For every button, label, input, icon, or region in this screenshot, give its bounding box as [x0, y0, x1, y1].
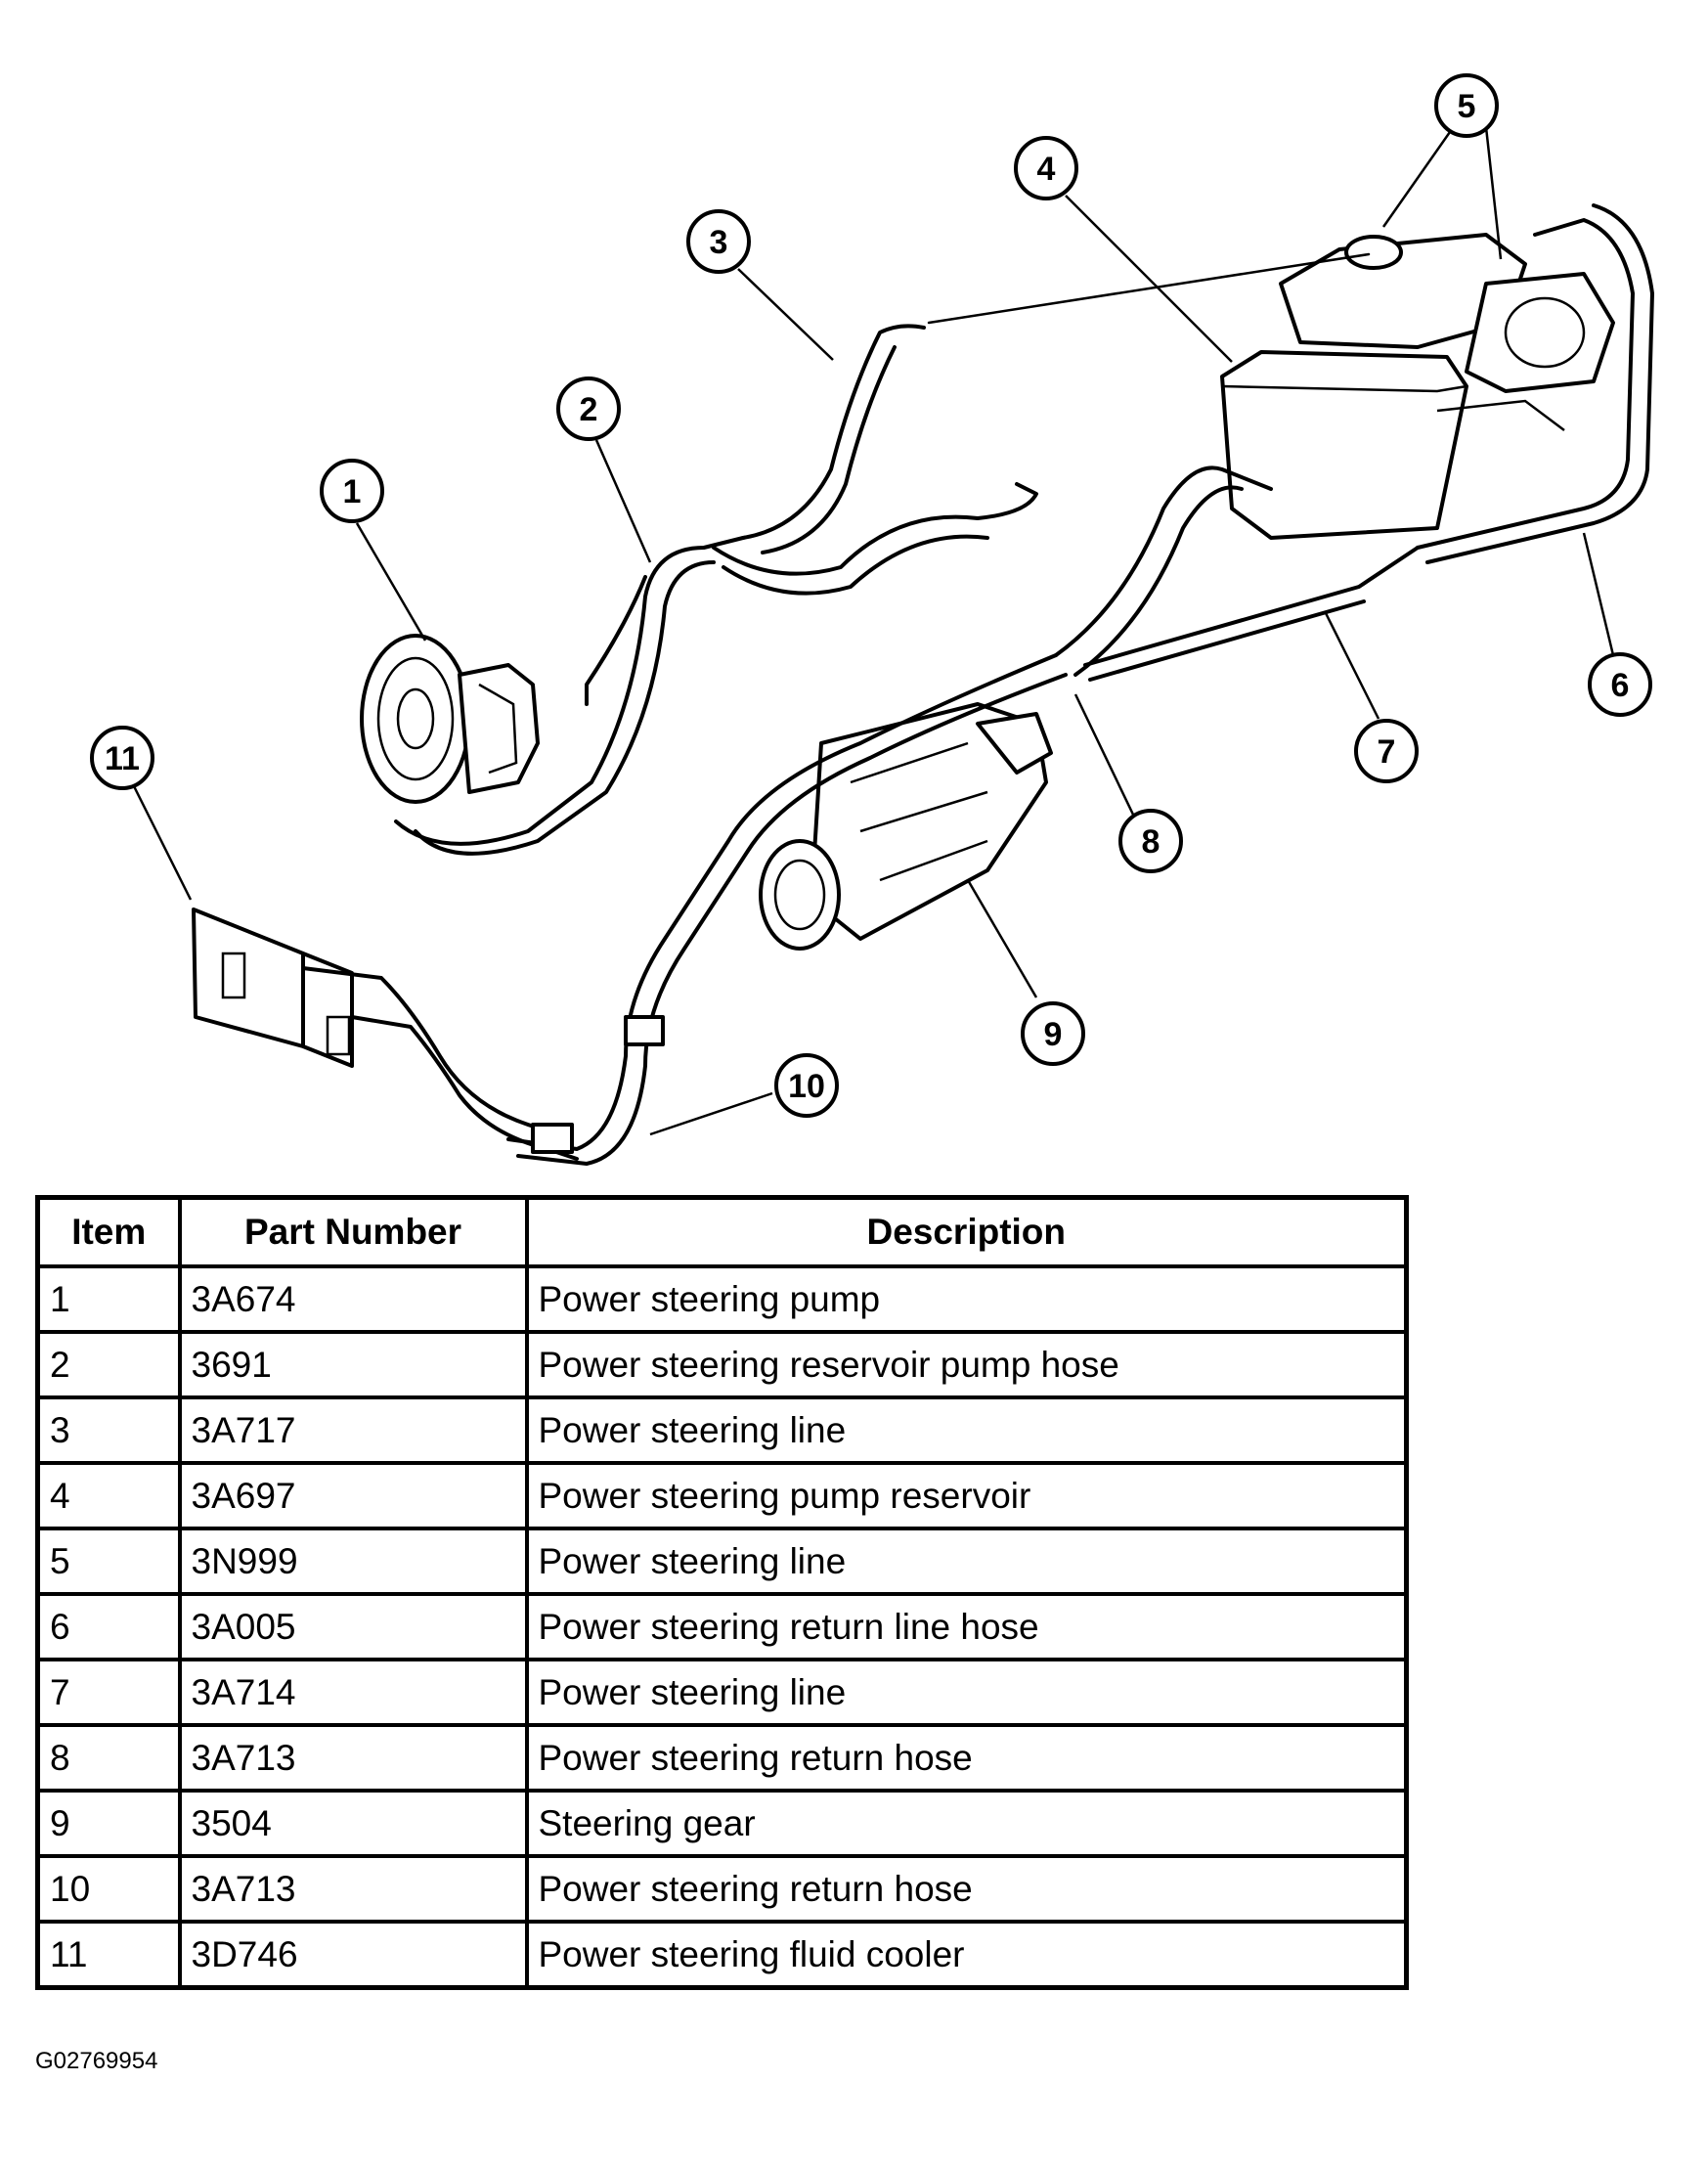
steering-gear-drawing: [759, 702, 1053, 951]
callout-6: 6: [1588, 652, 1652, 717]
cell-description: Power steering line: [524, 1658, 1409, 1727]
cell-item: 2: [35, 1330, 182, 1399]
header-part-number: Part Number: [177, 1195, 529, 1268]
header-item: Item: [35, 1195, 182, 1268]
svg-text:3: 3: [710, 224, 728, 261]
table-row: 4 3A697 Power steering pump reservoir: [35, 1461, 1409, 1530]
cell-description: Power steering pump reservoir: [524, 1461, 1409, 1530]
cell-item: 4: [35, 1461, 182, 1530]
table-row: 8 3A713 Power steering return hose: [35, 1723, 1409, 1793]
cell-item: 11: [35, 1920, 182, 1990]
svg-text:8: 8: [1142, 823, 1161, 861]
cell-part-number: 3D746: [177, 1920, 529, 1990]
cell-item: 10: [35, 1854, 182, 1924]
reservoir-drawing: [1220, 233, 1615, 540]
callout-2: 2: [556, 376, 621, 441]
figure-id: G02769954: [35, 2048, 158, 2074]
table-row: 10 3A713 Power steering return hose: [35, 1854, 1409, 1924]
leader-lines: [130, 121, 1615, 1136]
cell-description: Power steering pump: [524, 1264, 1409, 1334]
power-steering-diagram: 1 2 3 4 5 6 7 8 9 10 11: [90, 73, 1654, 1166]
table-row: 3 3A717 Power steering line: [35, 1395, 1409, 1465]
table-row: 1 3A674 Power steering pump: [35, 1264, 1409, 1334]
svg-text:10: 10: [788, 1068, 825, 1105]
table-row: 11 3D746 Power steering fluid cooler: [35, 1920, 1409, 1990]
table-row: 9 3504 Steering gear: [35, 1789, 1409, 1858]
cell-item: 6: [35, 1592, 182, 1661]
cell-part-number: 3A713: [177, 1723, 529, 1793]
parts-table: Item Part Number Description 1 3A674 Pow…: [35, 1195, 1409, 1990]
cell-item: 7: [35, 1658, 182, 1727]
cell-part-number: 3691: [177, 1330, 529, 1399]
table-row: 6 3A005 Power steering return line hose: [35, 1592, 1409, 1661]
callout-4: 4: [1014, 136, 1078, 200]
svg-text:1: 1: [343, 473, 362, 510]
cell-part-number: 3A697: [177, 1461, 529, 1530]
cell-description: Power steering line: [524, 1527, 1409, 1596]
callout-10: 10: [774, 1053, 839, 1118]
callout-7: 7: [1354, 719, 1419, 783]
cell-part-number: 3A714: [177, 1658, 529, 1727]
cell-description: Power steering return hose: [524, 1854, 1409, 1924]
svg-text:9: 9: [1044, 1016, 1063, 1053]
table-row: 2 3691 Power steering reservoir pump hos…: [35, 1330, 1409, 1399]
svg-text:11: 11: [105, 740, 140, 777]
cell-item: 5: [35, 1527, 182, 1596]
cell-description: Steering gear: [524, 1789, 1409, 1858]
cell-part-number: 3A717: [177, 1395, 529, 1465]
cell-part-number: 3A674: [177, 1264, 529, 1334]
cell-item: 3: [35, 1395, 182, 1465]
power-steering-pump-drawing: [360, 634, 540, 804]
callout-5: 5: [1434, 73, 1499, 138]
svg-text:2: 2: [580, 391, 598, 428]
callout-1: 1: [320, 459, 384, 523]
hose-lines: [301, 203, 1654, 1166]
callout-3: 3: [686, 209, 751, 274]
svg-text:4: 4: [1037, 151, 1056, 188]
cell-item: 9: [35, 1789, 182, 1858]
table-row: 5 3N999 Power steering line: [35, 1527, 1409, 1596]
table-header-row: Item Part Number Description: [35, 1195, 1409, 1268]
cell-description: Power steering return hose: [524, 1723, 1409, 1793]
cell-part-number: 3A713: [177, 1854, 529, 1924]
callout-9: 9: [1021, 1001, 1085, 1066]
cell-description: Power steering reservoir pump hose: [524, 1330, 1409, 1399]
callout-11: 11: [90, 726, 154, 790]
cell-description: Power steering fluid cooler: [524, 1920, 1409, 1990]
table-row: 7 3A714 Power steering line: [35, 1658, 1409, 1727]
cell-part-number: 3504: [177, 1789, 529, 1858]
header-description: Description: [524, 1195, 1409, 1268]
cell-item: 1: [35, 1264, 182, 1334]
cell-description: Power steering return line hose: [524, 1592, 1409, 1661]
svg-text:5: 5: [1458, 88, 1476, 125]
cell-item: 8: [35, 1723, 182, 1793]
svg-text:7: 7: [1378, 733, 1396, 771]
fluid-cooler-drawing: [192, 908, 354, 1068]
callout-8: 8: [1118, 809, 1183, 873]
cell-description: Power steering line: [524, 1395, 1409, 1465]
cell-part-number: 3A005: [177, 1592, 529, 1661]
cell-part-number: 3N999: [177, 1527, 529, 1596]
svg-text:6: 6: [1611, 667, 1630, 704]
